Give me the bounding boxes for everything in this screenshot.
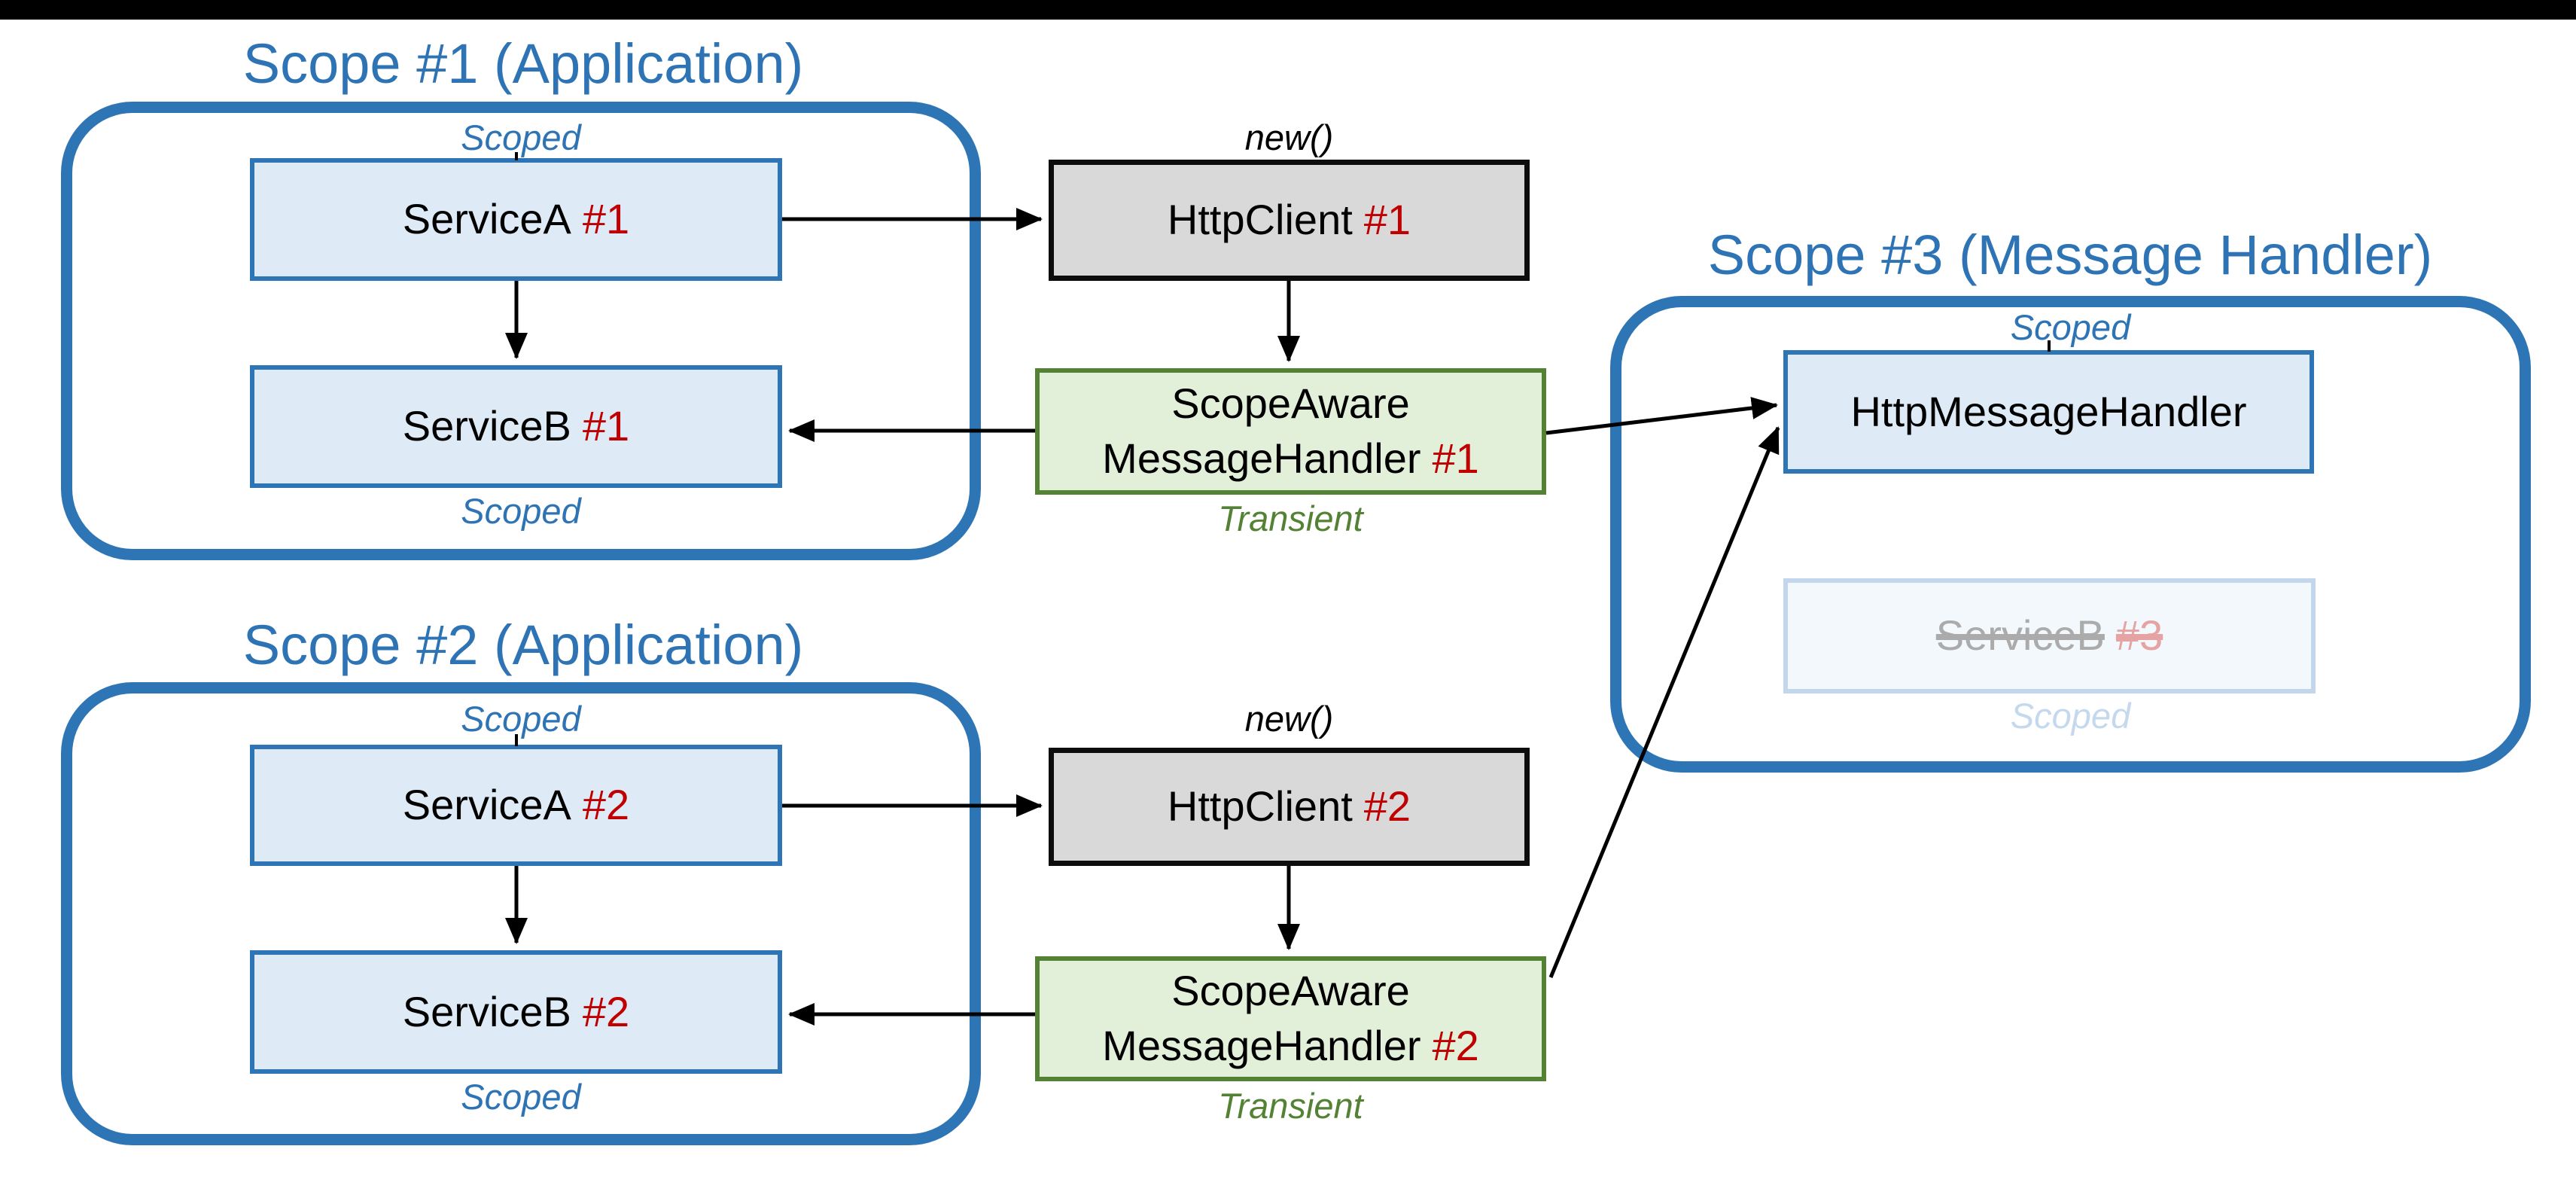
- serviceb2-instance: #2: [582, 987, 630, 1035]
- serviceb2-name: ServiceB: [402, 987, 571, 1035]
- scope2-scoped-bottom-label: Scoped: [461, 1077, 581, 1117]
- scope1-scoped-bottom-label: Scoped: [461, 491, 581, 531]
- scope3-scoped-bottom-label: Scoped: [2010, 696, 2131, 736]
- scope3-scoped-top-label: Scoped: [2010, 307, 2131, 347]
- transient2-label: Transient: [1218, 1086, 1363, 1126]
- scopeaware-handler2-line2: MessageHandler: [1102, 1022, 1421, 1069]
- top-black-bar: [0, 0, 2576, 20]
- servicea1-box: ServiceA #1: [250, 158, 782, 281]
- serviceb3-instance: #3: [2115, 611, 2163, 660]
- servicea2-instance: #2: [582, 781, 630, 829]
- httpclient2-name: HttpClient: [1167, 782, 1353, 831]
- httpclient1-instance: #1: [1363, 196, 1411, 244]
- httpmessagehandler-name: HttpMessageHandler: [1850, 387, 2247, 435]
- serviceb1-instance: #1: [582, 402, 630, 450]
- httpclient2-box: HttpClient #2: [1049, 748, 1530, 866]
- new2-label: new(): [1244, 699, 1334, 739]
- httpclient2-instance: #2: [1363, 782, 1411, 831]
- serviceb3-disposed-box: ServiceB #3: [1783, 578, 2316, 693]
- scopeaware-handler1-line1: ScopeAware: [1171, 380, 1410, 428]
- scope2-container: [61, 682, 981, 1145]
- scope2-scoped-top-label: Scoped: [461, 699, 581, 739]
- httpmessagehandler-box: HttpMessageHandler: [1783, 350, 2314, 474]
- new1-label: new(): [1244, 117, 1334, 157]
- scopeaware-handler1-box: ScopeAware MessageHandler #1: [1035, 368, 1546, 495]
- scope1-title: Scope #1 (Application): [242, 32, 804, 95]
- serviceb2-box: ServiceB #2: [250, 950, 782, 1074]
- httpclient1-box: HttpClient #1: [1049, 160, 1530, 281]
- transient1-label: Transient: [1218, 498, 1363, 538]
- scopeaware-handler2-line1: ScopeAware: [1171, 967, 1410, 1015]
- scope1-container: [61, 102, 981, 560]
- scopeaware-handler2-instance: #2: [1432, 1022, 1479, 1069]
- serviceb3-name: ServiceB: [1935, 611, 2105, 660]
- serviceb1-name: ServiceB: [402, 402, 571, 450]
- servicea2-name: ServiceA: [402, 781, 571, 829]
- scope1-scoped-top-label: Scoped: [461, 117, 581, 157]
- scope2-title: Scope #2 (Application): [242, 614, 804, 676]
- scopeaware-handler1-line2: MessageHandler: [1102, 434, 1421, 482]
- servicea1-instance: #1: [582, 195, 630, 243]
- servicea2-box: ServiceA #2: [250, 745, 782, 866]
- httpclient1-name: HttpClient: [1167, 196, 1353, 244]
- servicea1-name: ServiceA: [402, 195, 571, 243]
- scopeaware-handler2-box: ScopeAware MessageHandler #2: [1035, 956, 1546, 1081]
- scopeaware-handler1-instance: #1: [1432, 434, 1479, 482]
- scope3-title: Scope #3 (Message Handler): [1707, 224, 2433, 286]
- serviceb1-box: ServiceB #1: [250, 365, 782, 488]
